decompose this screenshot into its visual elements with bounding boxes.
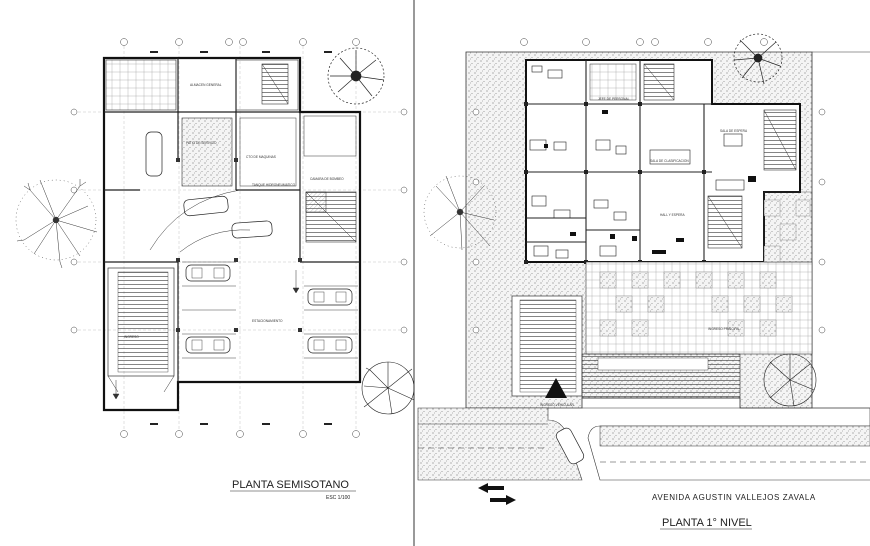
plan-scale-semisotano: ESC 1/100: [326, 495, 350, 501]
label-estacionamiento: ESTACIONAMIENTO: [252, 319, 283, 323]
axis-markers-top-left: [120, 38, 360, 46]
patio-servicio: [181, 117, 233, 187]
plan-semisotano: ALMACEN GENERAL PATIO DE SERVICIO CTO DE…: [15, 38, 415, 501]
car-on-street: [555, 427, 585, 465]
ramp-ingreso: [107, 267, 175, 377]
tree-top-right-plan: [733, 33, 783, 85]
axis-markers-bottom-left: [120, 430, 360, 438]
plan-title-semisotano: PLANTA SEMISOTANO: [232, 479, 349, 491]
paved-plaza: [585, 191, 813, 355]
parked-cars-left: [145, 131, 353, 354]
label-hall-espera: HALL Y ESPERA: [660, 213, 685, 217]
traffic-arrows: [478, 483, 516, 505]
tree-left-right-plan: [423, 175, 497, 251]
tree-bottom-plan: [361, 361, 415, 415]
label-ingreso: INGRESO: [124, 335, 139, 339]
outer-wall-semisotano: [102, 56, 362, 412]
label-patio-servicio: PATIO DE SERVICIO: [186, 141, 217, 145]
tree-top-left-plan: [327, 47, 385, 105]
street: [417, 407, 870, 481]
label-jefe-personal: JEFE DE PERSONAL: [598, 97, 630, 101]
label-camara-bombeo: CAMARA DE BOMBEO: [310, 177, 344, 181]
tree-left-shrub: [15, 179, 98, 269]
label-cto-maquinas: CTO DE MAQUINAS: [246, 155, 276, 159]
label-ingreso-vehicular: INGRESO VEHICULAR: [540, 403, 575, 407]
label-sala-clasificacion: SALA DE CLASIFICACION: [650, 159, 689, 163]
label-tanque: TANQUE HIDRONEUMATICO: [252, 183, 296, 187]
label-ingreso-principal: INGRESO PRINCIPAL: [708, 327, 740, 331]
label-almacen-general: ALMACEN GENERAL: [190, 83, 222, 87]
entry-marker: [545, 378, 567, 398]
label-sala-espera: SALA DE ESPERA: [720, 129, 748, 133]
tree-bottom-right-plan: [763, 353, 817, 407]
plan-title-primer-nivel: PLANTA 1° NIVEL: [662, 517, 752, 529]
street-name: AVENIDA AGUSTIN VALLEJOS ZAVALA: [652, 493, 816, 502]
plan-primer-nivel: INGRESO VEHICULAR JEFE DE PERSONAL SALA …: [417, 33, 870, 530]
